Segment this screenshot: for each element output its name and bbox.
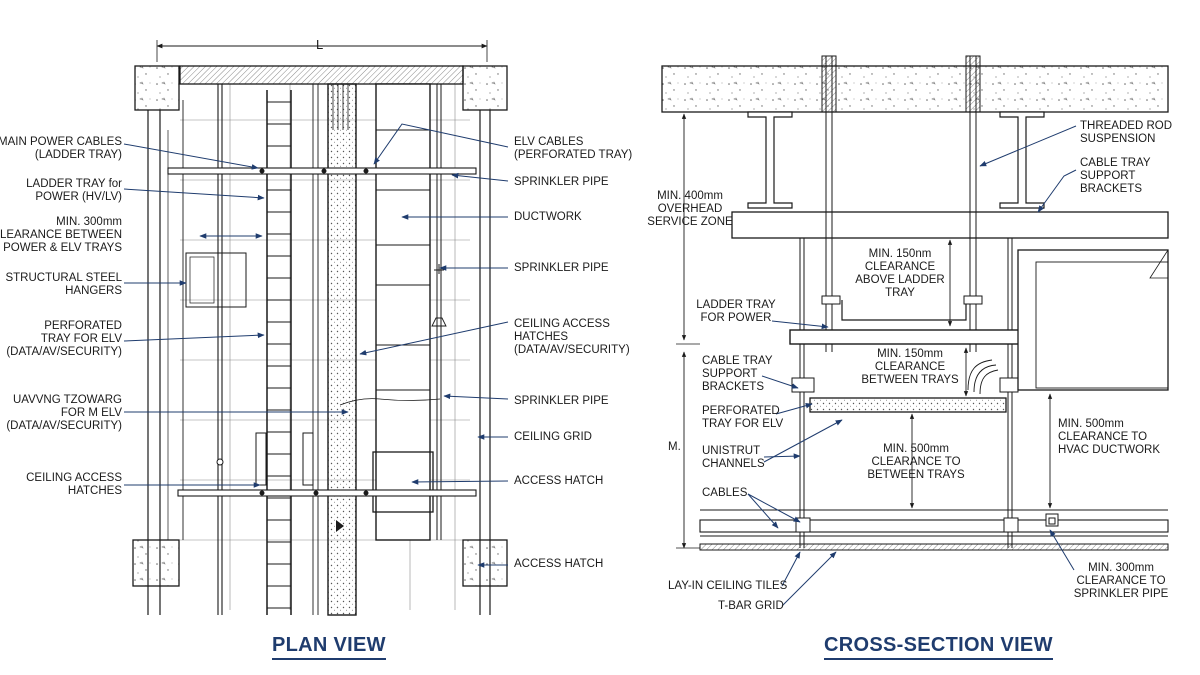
plan-column-bl — [132, 539, 180, 587]
label-t-bar-grid: T-BAR GRID — [718, 600, 784, 612]
label-elv-cables: ELV CABLES(PERFORATED TRAY) — [514, 136, 633, 161]
label-ductwork: DUCTWORK — [514, 211, 582, 223]
plan-access-hatch-left — [185, 252, 247, 308]
plan-top-beam — [179, 65, 464, 85]
section-perforated-tray — [809, 397, 1007, 413]
section-concrete-slab — [661, 65, 1169, 113]
label-sprinkler-pipe-2: SPRINKLER PIPE — [514, 262, 609, 274]
plan-view-drawing — [132, 40, 508, 616]
plan-view-title: PLAN VIEW — [272, 634, 386, 660]
plan-ductwork — [372, 83, 434, 541]
section-view-drawing — [661, 55, 1169, 551]
plan-ladder-tray — [266, 90, 292, 615]
label-main-power-cables: MAIN POWER CABLES(LADDER TRAY) — [0, 136, 122, 161]
plan-column-tr — [462, 65, 508, 111]
section-view-title: CROSS-SECTION VIEW — [824, 634, 1053, 660]
label-access-hatch-1: ACCESS HATCH — [514, 475, 604, 487]
label-sprinkler-pipe-3: SPRINKLER PIPE — [514, 395, 609, 407]
section-dimension-label: M. — [668, 441, 681, 453]
plan-perforated-tray — [327, 83, 357, 616]
plan-dimension-label: L — [316, 37, 324, 52]
section-steel-beams — [747, 111, 1045, 209]
plan-column-br — [462, 539, 508, 587]
plan-column-tl — [134, 65, 180, 111]
section-ladder-tray — [789, 295, 1037, 345]
label-access-hatch-2: ACCESS HATCH — [514, 558, 604, 570]
plan-leaders — [123, 123, 509, 568]
label-lay-in-tiles: LAY-IN CEILING TILES — [668, 580, 788, 592]
section-hvac-duct — [1017, 249, 1169, 391]
label-sprinkler-pipe-1: SPRINKLER PIPE — [514, 176, 609, 188]
label-ceiling-grid: CEILING GRID — [514, 431, 592, 443]
section-ceiling — [699, 509, 1169, 551]
section-leaders — [747, 125, 1077, 607]
label-cables: CABLES — [702, 487, 748, 499]
